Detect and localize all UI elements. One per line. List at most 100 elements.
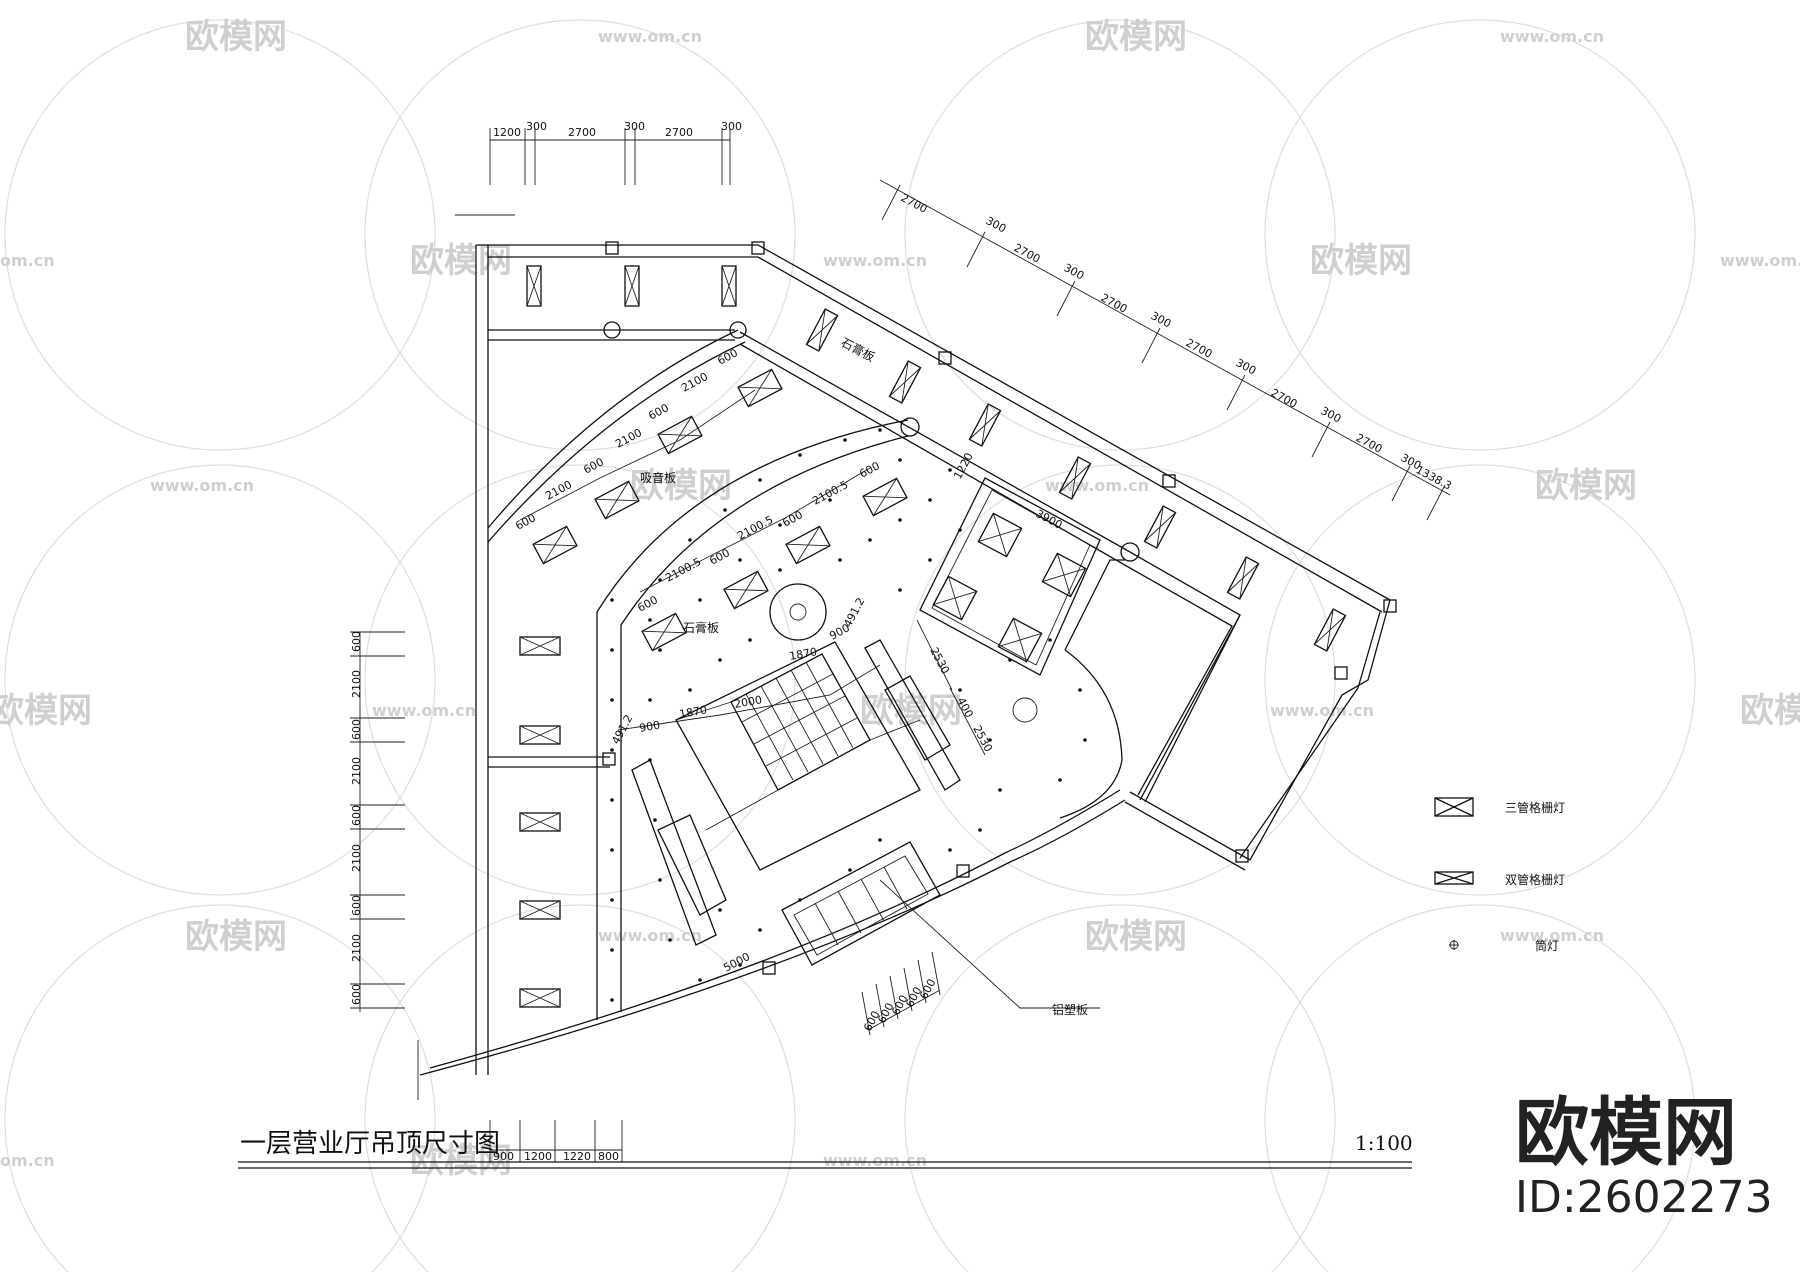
legend-item-downlight: 筒灯 — [1449, 938, 1559, 953]
watermark-url: www.om.cn — [823, 251, 927, 270]
downlight — [698, 598, 702, 602]
downlight — [610, 748, 614, 752]
brand-logo-text: 欧模网 — [1515, 1090, 1737, 1176]
dimension-value: 2700 — [1184, 336, 1215, 361]
downlight — [610, 698, 614, 702]
grille-light-fixture — [519, 988, 561, 1008]
downlight — [1008, 658, 1012, 662]
column — [1120, 542, 1140, 562]
double-tube-grille-icon — [1434, 871, 1474, 885]
watermark-url: www.om.cn — [823, 1151, 927, 1170]
label-gypsum-board-center: 石膏板 — [683, 620, 719, 635]
watermark-url: om.cn — [0, 251, 55, 270]
central-ceiling-arc — [596, 419, 909, 1020]
downlight — [878, 838, 882, 842]
material-labels: 石膏板 吸音板 石膏板 铝塑板 — [640, 334, 1088, 1017]
triple-tube-grille-icon — [1434, 797, 1474, 817]
grille-light-fixture — [519, 636, 561, 656]
grille-light-fixture — [977, 512, 1023, 558]
column — [1383, 599, 1397, 613]
watermark-brand: 欧模网 — [1085, 17, 1187, 57]
legend-label: 筒灯 — [1535, 938, 1559, 953]
grille-light-fixture — [1313, 608, 1347, 652]
grille-light-fixture — [723, 570, 769, 610]
downlight — [648, 758, 652, 762]
dimension-value: 600 — [350, 895, 363, 916]
dimension-value: 2530 — [970, 723, 995, 754]
downlight — [838, 558, 842, 562]
dimension-value: 2700 — [1269, 386, 1300, 411]
dimension-value: 600 — [707, 546, 732, 567]
outer-arc-wall-inner — [487, 341, 746, 543]
downlight — [658, 878, 662, 882]
downlight — [610, 798, 614, 802]
dimension-value: 300 — [721, 120, 742, 133]
dimension-value: 2000 — [733, 693, 763, 711]
right-ceiling-panel — [864, 639, 961, 791]
aluminum-board-leader — [879, 879, 1100, 1009]
grille-light-fixture — [526, 265, 542, 307]
diagonal-outer-wall — [757, 244, 1391, 601]
grille-light-fixture — [594, 480, 640, 520]
watermark-brand: 欧模网 — [1310, 241, 1412, 281]
dimension-value: 2700 — [1354, 431, 1385, 456]
dimension-value: 800 — [598, 1150, 619, 1163]
downlight — [868, 538, 872, 542]
label-gypsum-board: 石膏板 — [839, 334, 878, 364]
dimension-lines — [350, 128, 1451, 1162]
drawing-title: 一层营业厅吊顶尺寸图 — [240, 1129, 500, 1159]
downlight — [758, 928, 762, 932]
right-room-bottom-inner — [1124, 801, 1246, 871]
watermark-brand: 欧模网 — [185, 917, 287, 957]
downlight — [688, 538, 692, 542]
bottom-curved-wall — [419, 799, 1126, 1076]
grille-light-fixture — [532, 525, 578, 565]
brand-id: ID:2602273 — [1515, 1172, 1773, 1223]
dimension-value: 2100 — [350, 757, 363, 785]
watermark-brand: 欧模网 — [1085, 917, 1187, 957]
dimension-value: 2700 — [899, 191, 930, 216]
columns — [602, 241, 1397, 975]
grille-light-fixture — [624, 265, 640, 307]
downlight — [843, 438, 847, 442]
grille-light-fixture — [1143, 505, 1177, 549]
legend-label: 双管格栅灯 — [1505, 872, 1565, 887]
dimension-value: 2100 — [350, 934, 363, 962]
downlight — [898, 458, 902, 462]
right-end-wall-inner — [1239, 611, 1381, 859]
legend: 三管格栅灯 双管格栅灯 筒灯 — [1434, 797, 1565, 953]
grille-light-fixture — [862, 477, 908, 517]
downlight — [898, 518, 902, 522]
watermark-brand: 欧模网 — [1535, 466, 1637, 506]
right-room-bottom — [1129, 791, 1251, 861]
circular-ceiling-center — [789, 603, 807, 621]
column — [729, 321, 747, 339]
curved-bay — [1059, 649, 1123, 819]
downlight — [958, 528, 962, 532]
watermark-brand: 欧模网 — [630, 466, 732, 506]
watermark-url: www.om.cn — [150, 476, 254, 495]
grille-light-fixture — [888, 360, 922, 404]
downlight — [738, 558, 742, 562]
dimension-value: 600 — [581, 455, 606, 476]
grille-light-fixture — [968, 403, 1002, 447]
column — [956, 864, 970, 878]
dimension-value: 600 — [646, 401, 671, 422]
grille-light-fixture — [657, 415, 703, 455]
drawing-scale: 1:100 — [1355, 1131, 1413, 1155]
grille-light-fixture — [1041, 552, 1087, 598]
column — [1162, 474, 1176, 488]
downlight — [878, 428, 882, 432]
downlight — [928, 558, 932, 562]
diagonal-outer-wall-inner — [757, 256, 1383, 613]
dimension-value: 2100 — [543, 478, 574, 503]
downlight — [718, 908, 722, 912]
dimension-value: 2100 — [613, 426, 644, 451]
downlight — [828, 498, 832, 502]
downlight — [948, 468, 952, 472]
downlight — [610, 648, 614, 652]
building-outline — [419, 244, 1391, 1076]
downlight — [648, 618, 652, 622]
